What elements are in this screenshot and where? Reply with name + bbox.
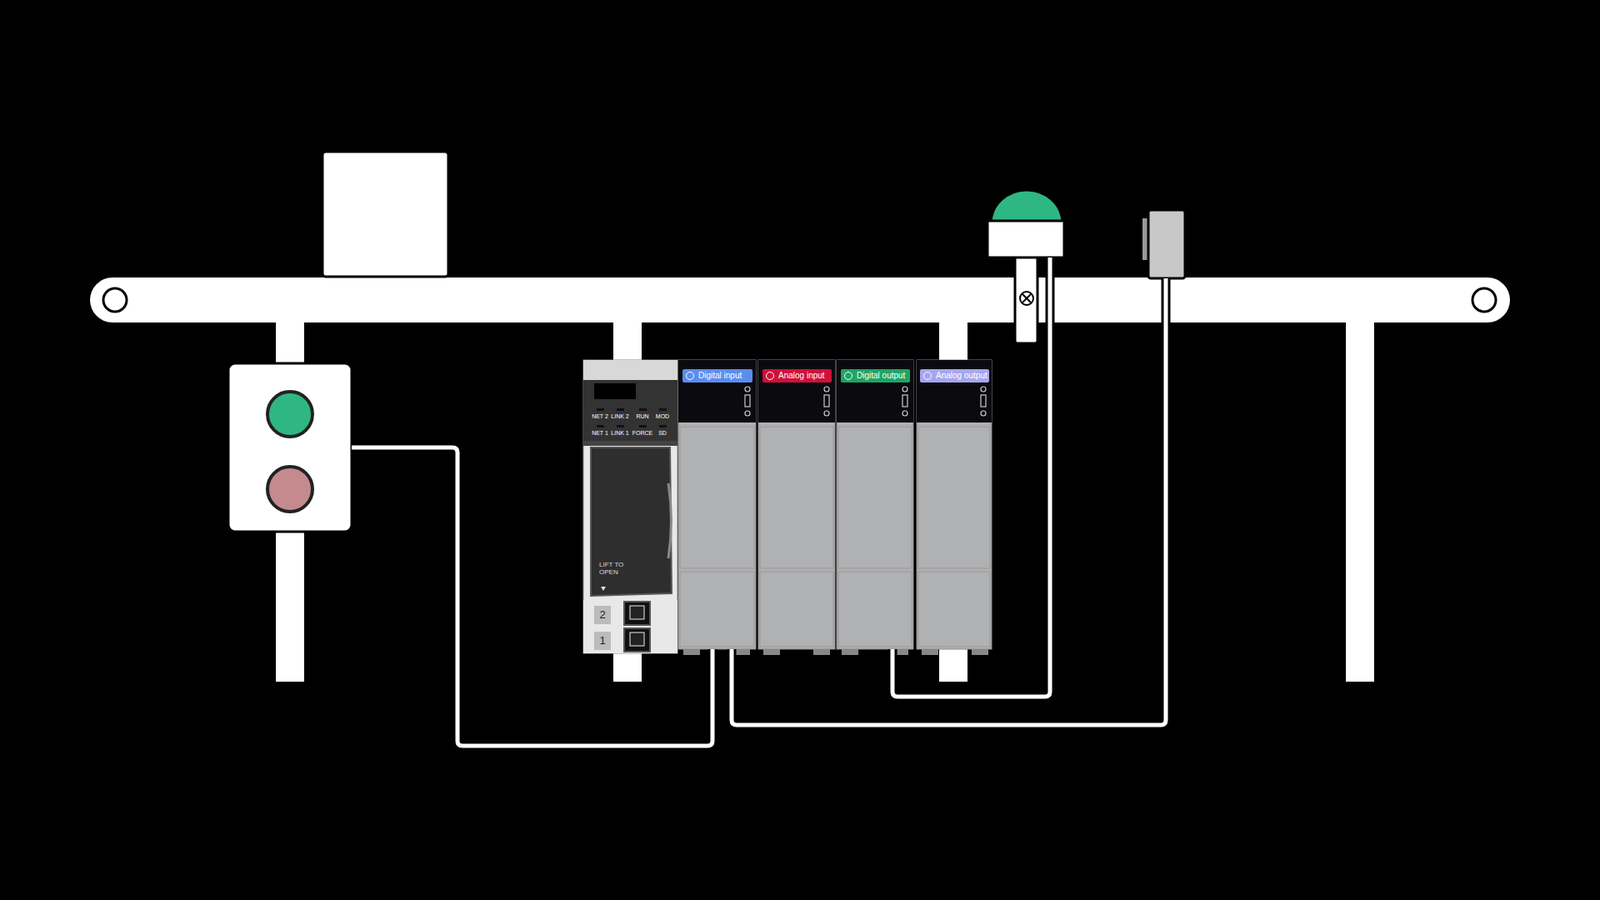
module-label: Digital output — [856, 370, 905, 380]
ethernet-jack — [630, 605, 645, 620]
mounting-rail — [90, 277, 1510, 323]
stack-light-head — [987, 220, 1065, 258]
status-led-label: LINK 1 — [610, 430, 629, 437]
stack-light-pole — [1015, 250, 1038, 344]
io-module — [916, 360, 992, 655]
ethernet-port — [624, 601, 650, 625]
controller-status-panel — [583, 380, 678, 441]
io-module — [836, 360, 914, 655]
port-number-plate — [594, 605, 611, 625]
mount-screw — [1020, 291, 1034, 305]
status-led-label: NET 1 — [591, 430, 609, 437]
module-tag: Digital input — [682, 369, 753, 383]
controller — [583, 360, 678, 654]
arrow-mark — [600, 586, 606, 591]
status-led-label: FORCE — [632, 430, 654, 437]
module-label: Analog input — [778, 370, 825, 380]
sensor — [1148, 210, 1185, 279]
mount-screw — [1022, 294, 1031, 303]
pushbutton-station — [228, 363, 352, 532]
rail-hole — [103, 288, 127, 312]
port-panel — [583, 600, 678, 654]
stop-button — [267, 466, 313, 512]
port-number: 2 — [599, 609, 605, 621]
rail-hole — [1472, 288, 1496, 312]
stack-light-lamp — [990, 190, 1063, 224]
status-led-label: NET 2 — [591, 413, 609, 420]
status-led-label: LINK 2 — [610, 413, 629, 420]
status-led-label: SD — [658, 430, 667, 437]
door-note: LIFT TO OPEN — [599, 560, 625, 576]
port-number: 1 — [599, 635, 605, 647]
controller-door — [590, 447, 672, 596]
start-button — [267, 391, 313, 437]
status-led-label: RUN — [635, 413, 649, 420]
tag-icon — [844, 371, 853, 380]
io-modules — [678, 360, 992, 655]
port-number-plate — [594, 631, 611, 650]
door-grip — [668, 483, 672, 559]
field-wiring — [351, 257, 1166, 746]
tag-icon — [765, 371, 775, 380]
rail-leg — [1345, 316, 1375, 682]
module-label: Digital input — [698, 370, 742, 380]
tag-icon — [685, 371, 695, 380]
status-led-label: MOD — [655, 413, 670, 420]
status-display — [594, 383, 636, 400]
io-module — [758, 360, 835, 655]
module-label: Analog output — [935, 370, 988, 380]
io-module — [678, 360, 756, 655]
module-tag: Analog output — [920, 369, 990, 383]
enclosure-box — [322, 151, 449, 277]
ethernet-port — [624, 628, 650, 652]
controller-top — [583, 360, 678, 380]
ethernet-jack — [630, 632, 645, 646]
module-tag: Digital output — [840, 369, 910, 383]
module-latches — [745, 386, 986, 416]
module-tag: Analog input — [762, 369, 832, 383]
tag-icon — [923, 371, 932, 380]
door-hinge — [583, 440, 678, 446]
